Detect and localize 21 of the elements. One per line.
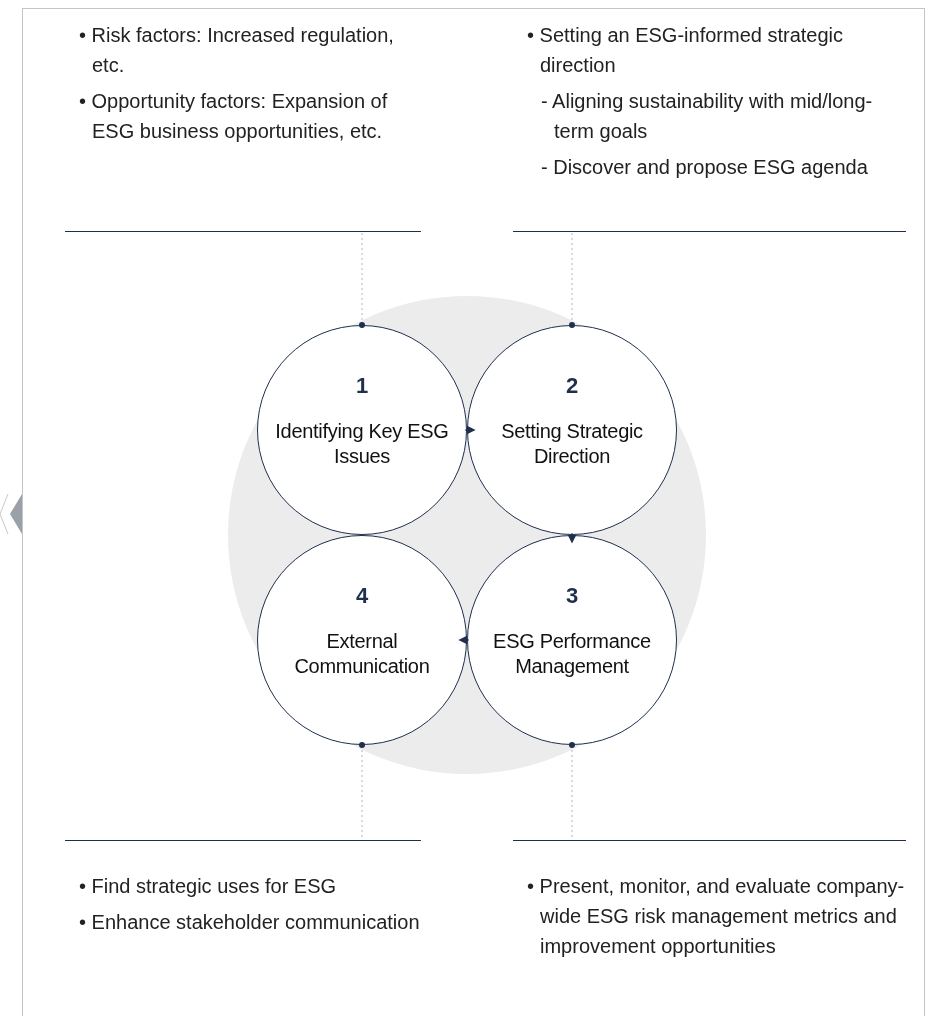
step-title: Identifying Key ESG Issues — [274, 419, 450, 469]
bullet-text: • Enhance stakeholder communication — [79, 910, 421, 935]
bullet-text: • Present, monitor, and evaluate company-wide ESG risk management metrics and improvement opportunities — [527, 874, 906, 959]
arrow — [567, 532, 577, 544]
step-title: External Communication — [293, 629, 431, 679]
bullet-text: • Opportunity factors: Expansion of ESG business opportunities, etc. — [79, 89, 389, 144]
bullet-text: - Aligning sustainability with mid/long-term goals — [540, 89, 874, 144]
step-number: 1 — [355, 373, 369, 399]
dotted-connector — [569, 231, 575, 328]
step-number: 2 — [565, 373, 579, 399]
bullet-text: • Setting an ESG-informed strategic direction — [527, 23, 845, 78]
step-title: Setting Strategic Direction — [500, 419, 644, 469]
bullet-text: • Find strategic uses for ESG — [79, 874, 338, 899]
step-number: 3 — [565, 583, 579, 609]
arrow — [464, 425, 476, 435]
bullet-text: - Discover and propose ESG agenda — [540, 155, 869, 180]
dotted-connector — [359, 231, 365, 328]
step-title: ESG Performance Management — [492, 629, 652, 679]
bullet-text: • Risk factors: Increased regulation, etc. — [79, 23, 395, 78]
step-number: 4 — [355, 583, 369, 609]
arrow — [458, 635, 470, 645]
